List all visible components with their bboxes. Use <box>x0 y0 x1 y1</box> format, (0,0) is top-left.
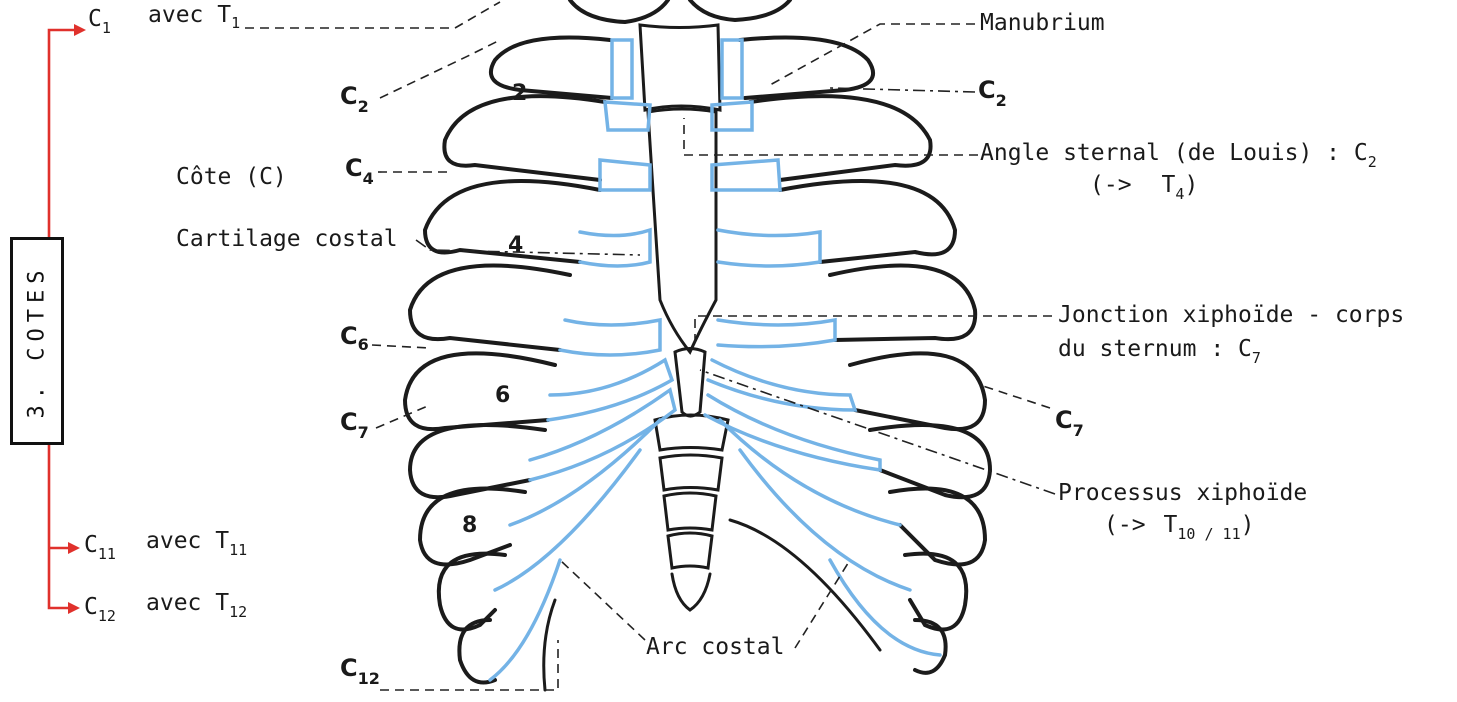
rib-right <box>850 353 985 429</box>
rib-number-8: 8 <box>462 513 477 538</box>
label-jonction-xiphoide: Jonction xiphoïde - corps du sternum : C… <box>1058 302 1404 367</box>
leader-c7-left <box>376 405 430 428</box>
svg-text:avec T11: avec T11 <box>146 528 247 559</box>
vertebra <box>660 455 722 490</box>
leader-c1 <box>245 2 500 28</box>
label-c7-right: C7 <box>1055 406 1084 440</box>
manubrium-top-right <box>690 0 790 20</box>
leader-c7-right <box>980 385 1050 408</box>
svg-text:(->T10 / 11): (->T10 / 11) <box>1104 512 1254 543</box>
leader-c6 <box>372 345 430 348</box>
leader-c2-left <box>380 40 500 98</box>
svg-text:Angle sternal (de Louis) : C2: Angle sternal (de Louis) : C2 <box>980 140 1377 171</box>
coccyx <box>672 574 710 610</box>
label-c2-right: C2 <box>978 76 1007 110</box>
rib-number-2: 2 <box>512 81 527 106</box>
rib-right <box>740 38 873 99</box>
svg-text:avec T12: avec T12 <box>146 590 247 621</box>
svg-text:du sternum : C7: du sternum : C7 <box>1058 336 1261 367</box>
label-c6-left: C6 <box>340 322 369 354</box>
manubrium <box>640 25 720 110</box>
label-c7-left: C7 <box>340 408 369 442</box>
leader-c12 <box>380 640 558 690</box>
bracket-bottom-line <box>49 445 72 608</box>
label-c12-bottom: C12 <box>340 654 380 688</box>
arrow-right-icon <box>74 24 86 36</box>
label-manubrium: Manubrium <box>980 10 1105 36</box>
leader-processus <box>700 370 1055 494</box>
section-box-cotes: 3. COTES <box>10 237 64 445</box>
manubrium-top <box>570 0 668 22</box>
arrow-right-icon <box>68 542 80 554</box>
rib-cage-drawing: 2 4 6 8 <box>405 0 990 690</box>
label-c4-left: C4 <box>345 154 374 188</box>
label-c12-avec-t12: C12 avec T12 <box>84 590 247 625</box>
label-angle-sternal: Angle sternal (de Louis) : C2 (->T4) <box>980 140 1377 203</box>
rib-right <box>905 554 966 630</box>
svg-text:Jonction xiphoïde - corps: Jonction xiphoïde - corps <box>1058 302 1404 328</box>
svg-text:Processus xiphoïde: Processus xiphoïde <box>1058 480 1307 506</box>
label-c11-avec-t11: C11 avec T11 <box>84 528 247 563</box>
svg-text:C12: C12 <box>84 594 116 625</box>
rib-left-lower <box>544 600 555 690</box>
svg-text:C1: C1 <box>88 6 111 37</box>
rib-left <box>491 38 612 99</box>
section-title: 3. COTES <box>25 264 50 418</box>
label-c2-left: C2 <box>340 82 369 116</box>
rib-left <box>444 96 605 180</box>
vertebra <box>664 493 716 530</box>
arrow-right-icon <box>68 602 80 614</box>
leader-arc-costal-left <box>560 560 645 640</box>
bracket-top-line <box>49 30 78 237</box>
rib-left <box>410 266 570 350</box>
leader-angle-sternal <box>684 118 978 155</box>
svg-text:C11: C11 <box>84 532 116 563</box>
label-processus-xiphoide: Processus xiphoïde (->T10 / 11) <box>1058 480 1307 543</box>
svg-text:avec T1: avec T1 <box>148 2 240 32</box>
label-arc-costal: Arc costal <box>646 634 784 660</box>
label-cartilage-costal: Cartilage costal <box>176 226 398 252</box>
rib-left <box>459 620 495 683</box>
rib-right <box>830 266 975 340</box>
rib-number-4: 4 <box>508 233 523 258</box>
xiphoid-process <box>675 349 705 417</box>
label-cote: Côte (C) <box>176 164 287 190</box>
rib-right <box>780 181 955 262</box>
label-c1-avec-t1: C1 avec T1 <box>88 2 240 37</box>
svg-text:(->T4): (->T4) <box>1090 172 1198 203</box>
rib-left <box>410 425 545 497</box>
rib-left <box>405 353 555 429</box>
vertebra <box>668 533 712 568</box>
rib-number-6: 6 <box>495 383 510 408</box>
